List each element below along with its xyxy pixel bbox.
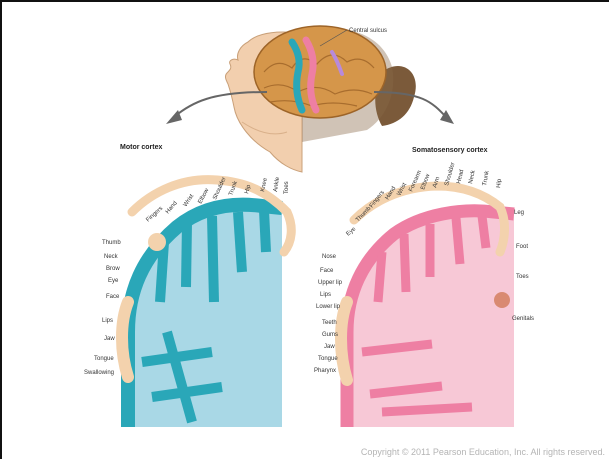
sensory-label: Teeth bbox=[322, 320, 337, 326]
motor-label: Neck bbox=[104, 254, 119, 260]
sensory-label: Gums bbox=[322, 332, 338, 338]
motor-label: Brow bbox=[106, 266, 120, 272]
sensory-label: Upper lip bbox=[318, 280, 343, 286]
motor-label: Fingers bbox=[145, 206, 164, 224]
somatosensory-cortex-title: Somatosensory cortex bbox=[412, 147, 488, 154]
sensory-label: Pharynx bbox=[314, 368, 336, 374]
motor-cortex-title: Motor cortex bbox=[120, 144, 163, 151]
motor-label: Jaw bbox=[104, 336, 115, 342]
motor-label: Toes bbox=[284, 181, 290, 194]
sensory-label: Hip bbox=[496, 178, 503, 188]
sensory-label: Tongue bbox=[318, 356, 338, 362]
motor-label: Wrist bbox=[183, 193, 196, 208]
sensory-label: Neck bbox=[468, 169, 477, 185]
motor-label: Thumb bbox=[102, 240, 121, 246]
sensory-label: Eye bbox=[345, 226, 357, 238]
sensory-label: Foot bbox=[516, 244, 528, 250]
motor-label: Ankle bbox=[273, 176, 281, 192]
sensory-label: Lower lip bbox=[316, 304, 341, 310]
somatosensory-cortex-section bbox=[341, 186, 514, 427]
sensory-label: Jaw bbox=[324, 344, 335, 350]
motor-label: Face bbox=[106, 294, 120, 300]
central-sulcus-label: Central sulcus bbox=[349, 28, 387, 34]
sensory-label: Trunk bbox=[482, 169, 491, 186]
sensory-label: Head bbox=[456, 169, 465, 184]
sensory-label: Lips bbox=[320, 292, 331, 298]
motor-label: Elbow bbox=[197, 187, 210, 205]
sensory-label: Leg bbox=[514, 210, 524, 216]
motor-label: Tongue bbox=[94, 356, 114, 362]
brain bbox=[254, 26, 386, 118]
sensory-label: Face bbox=[320, 268, 334, 274]
motor-label: Eye bbox=[108, 278, 119, 284]
motor-label: Knee bbox=[260, 177, 269, 193]
motor-label: Lips bbox=[102, 318, 113, 324]
sensory-label: Nose bbox=[322, 254, 337, 260]
sensory-label: Genitals bbox=[512, 316, 534, 322]
motor-label: Swallowing bbox=[84, 370, 114, 376]
motor-label: Hand bbox=[165, 200, 179, 215]
copyright-notice: Copyright © 2011 Pearson Education, Inc.… bbox=[361, 447, 605, 457]
sensory-label: Toes bbox=[516, 274, 529, 280]
